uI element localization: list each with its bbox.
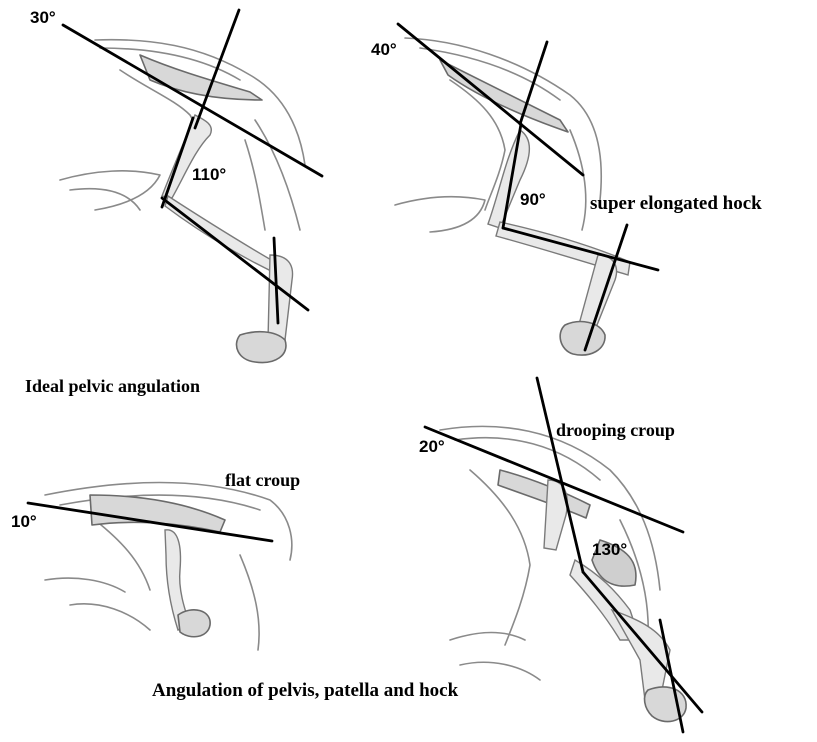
ideal-joint-angle-label: 110° [192, 165, 226, 185]
ideal-caption: Ideal pelvic angulation [25, 376, 200, 397]
flat-back-angle-label: 10° [11, 512, 37, 532]
ideal-pelvis-line [195, 10, 239, 128]
hock-caption: super elongated hock [590, 193, 762, 215]
hock-back-angle-label: 40° [371, 40, 397, 60]
hock-reference-lines [398, 24, 658, 350]
drooping-joint-angle-label: 130° [592, 540, 627, 560]
ideal-tibia-line [162, 198, 308, 310]
drooping-dog-sketch [440, 426, 686, 721]
drooping-tibia-line [583, 572, 702, 712]
flat-dog-sketch [45, 483, 292, 651]
hock-joint-angle-label: 90° [520, 190, 546, 210]
ideal-back-angle-label: 30° [30, 8, 56, 28]
drooping-back-angle-label: 20° [419, 437, 445, 457]
hock-tibia-line [503, 228, 658, 270]
drooping-caption: drooping croup [556, 420, 675, 441]
ideal-dog-sketch [60, 40, 305, 363]
footer-caption: Angulation of pelvis, patella and hock [152, 680, 458, 702]
hock-back-line [398, 24, 583, 175]
flat-caption: flat croup [225, 470, 300, 491]
